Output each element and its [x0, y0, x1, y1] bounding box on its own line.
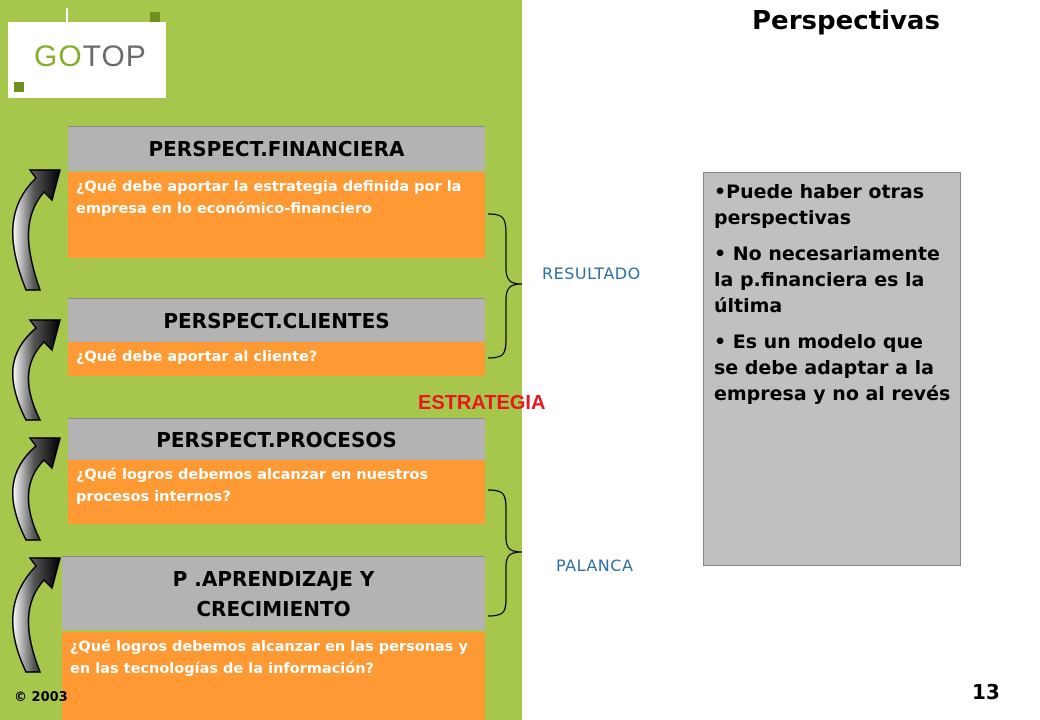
estrategia-label: ESTRATEGIA	[418, 392, 546, 414]
curved-arrow-icon	[11, 169, 61, 291]
logo-horizontal-line	[8, 86, 166, 88]
perspective-aprendizaje-title: P .APRENDIZAJE Y CRECIMIENTO	[62, 556, 485, 630]
perspective-clientes-question: ¿Qué debe aportar al cliente?	[68, 342, 485, 376]
perspective-financiera-title: PERSPECT.FINANCIERA	[68, 126, 485, 171]
logo-square-bottom	[14, 82, 24, 92]
logo-vertical-line	[66, 8, 68, 98]
curved-arrow-icon	[11, 319, 61, 421]
copyright-text: © 2003	[14, 690, 68, 705]
note-item: • Es un modelo que se debe adaptar a la …	[714, 331, 951, 405]
logo-top: TOP	[82, 40, 147, 73]
perspective-procesos-question: ¿Qué logros debemos alcanzar en nuestros…	[68, 460, 485, 524]
note-item: • No necesariamente la p.financiera es l…	[714, 243, 940, 317]
note-item: •Puede haber otras perspectivas	[714, 181, 925, 229]
page-number: 13	[972, 680, 1000, 704]
palanca-bracket	[487, 489, 523, 617]
page-title: Perspectivas	[752, 6, 940, 36]
notes-box: •Puede haber otras perspectivas • No nec…	[703, 172, 961, 566]
perspective-clientes-title: PERSPECT.CLIENTES	[68, 298, 485, 343]
perspective-financiera-question: ¿Qué debe aportar la estrategia definida…	[68, 172, 485, 258]
resultado-label: RESULTADO	[542, 264, 641, 283]
perspective-procesos-title: PERSPECT.PROCESOS	[68, 418, 485, 461]
logo-square-top	[150, 12, 160, 22]
palanca-label: PALANCA	[556, 556, 634, 575]
logo-go: GO	[34, 40, 83, 73]
resultado-bracket	[487, 213, 523, 359]
logo-text: GOTOP	[34, 40, 147, 74]
curved-arrow-icon	[11, 437, 61, 541]
curved-arrow-icon	[11, 557, 61, 673]
logo-box	[8, 22, 166, 98]
perspective-aprendizaje-question: ¿Qué logros debemos alcanzar en las pers…	[62, 632, 485, 720]
